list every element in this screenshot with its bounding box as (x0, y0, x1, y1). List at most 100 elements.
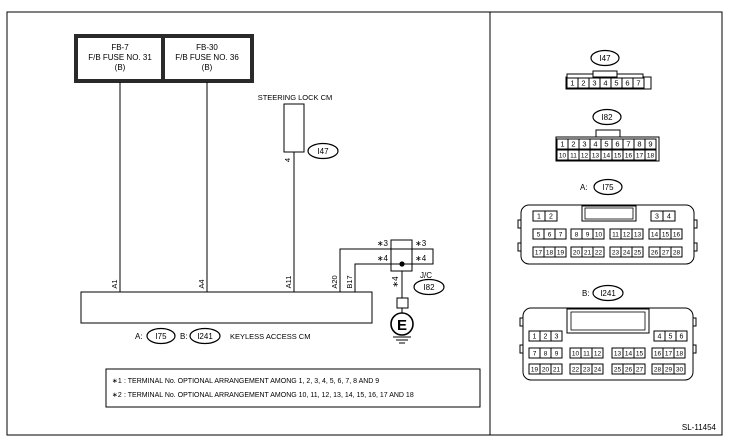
pin-number: 29 (665, 366, 673, 373)
jc-pin-left-top: ∗3 (377, 239, 389, 248)
pin-number: 6 (625, 79, 629, 88)
pin-number: 7 (626, 140, 630, 149)
pin-number: 4 (658, 334, 662, 341)
pin-number: 5 (604, 140, 608, 149)
pin-number: 9 (586, 231, 590, 238)
keyless-label: KEYLESS ACCESS CM (230, 332, 310, 341)
pin-number: 3 (655, 214, 659, 221)
pin-number: 26 (651, 249, 659, 256)
pin-number: 16 (673, 231, 681, 238)
note-1-text: : TERMINAL No. OPTIONAL ARRANGEMENT AMON… (124, 378, 379, 385)
pin-number: 19 (531, 366, 539, 373)
jc-pin-left-bottom: ∗4 (377, 254, 389, 263)
pin-cell (670, 246, 683, 258)
pin-number: 14 (603, 152, 611, 159)
keyless-pin-a11: A11 (284, 276, 293, 289)
pin-number: 6 (548, 231, 552, 238)
diagram-frame (6, 11, 723, 436)
pin-number: 24 (623, 249, 631, 256)
pin-number: 18 (676, 350, 684, 357)
pin-number: 14 (651, 231, 659, 238)
pin-number: 16 (625, 152, 633, 159)
pin-number: 20 (542, 366, 550, 373)
fuse-fb7-wire: (B) (115, 63, 126, 72)
pin-number: 4 (593, 140, 597, 149)
pin-number: 25 (634, 249, 642, 256)
pin-number: 2 (571, 140, 575, 149)
connector-i75-label: I75 (602, 183, 614, 192)
pin-number: 28 (673, 249, 681, 256)
pin-number: 7 (559, 231, 563, 238)
steering-lock-connector-tag (307, 142, 339, 160)
fuse-box: FB-7 F/B FUSE NO. 31 (B) FB-30 F/B FUSE … (74, 34, 254, 83)
pin-number: 9 (555, 350, 559, 357)
pin-number: 8 (544, 350, 548, 357)
pin-cell (644, 138, 657, 150)
keyless-pin-a1: A1 (110, 279, 119, 288)
pin-cell (632, 77, 645, 89)
pin-number: 6 (615, 140, 619, 149)
connector-i241-label: I241 (600, 289, 616, 298)
pin-number: 3 (555, 334, 559, 341)
pin-cell (550, 347, 563, 359)
pin-number: 10 (572, 350, 580, 357)
pin-cell (631, 246, 644, 258)
pin-cell (550, 330, 563, 342)
pin-number: 1 (537, 214, 541, 221)
note-2-mark: ∗2 (112, 392, 122, 399)
pin-number: 24 (594, 366, 602, 373)
steering-lock-cm: STEERING LOCK CM 4 I47 (258, 93, 339, 162)
pin-number: 13 (614, 350, 622, 357)
pin-cell (662, 210, 676, 222)
keyless-prefix-b: B: (180, 332, 188, 341)
pin-number: 11 (583, 350, 590, 357)
pin-number: 1 (560, 140, 564, 149)
pin-number: 10 (595, 231, 603, 238)
pin-cell (550, 363, 563, 375)
pin-number: 21 (553, 366, 561, 373)
pin-cell (670, 228, 683, 240)
notes-box: ∗1 : TERMINAL No. OPTIONAL ARRANGEMENT A… (105, 368, 481, 408)
keyless-pin-a4: A4 (197, 279, 206, 288)
pin-number: 1 (533, 334, 537, 341)
pin-cell (633, 363, 646, 375)
note-1-mark: ∗1 (112, 378, 122, 385)
jc-pin-ground: ∗4 (391, 276, 400, 288)
pin-cell (591, 363, 604, 375)
keyless-connector-b: I241 (197, 332, 213, 341)
jc-pin-right-top: ∗3 (415, 239, 427, 248)
fuse-fb30-wire: (B) (202, 63, 213, 72)
pin-number: 10 (559, 152, 567, 159)
pin-cell (591, 347, 604, 359)
fuse-fb7-name: F/B FUSE NO. 31 (88, 53, 152, 62)
jc-connector: I82 (423, 283, 435, 292)
pin-cell (554, 246, 567, 258)
pin-cell (675, 330, 688, 342)
pin-number: 8 (637, 140, 641, 149)
pin-cell (633, 347, 646, 359)
pin-number: 7 (636, 79, 640, 88)
pin-number: 11 (570, 152, 577, 159)
pin-cell (644, 149, 657, 161)
pin-number: 12 (581, 152, 589, 159)
keyless-connector-a: I75 (155, 332, 167, 341)
pin-number: 5 (669, 334, 673, 341)
steering-lock-connector: I47 (317, 147, 329, 156)
pin-number: 20 (573, 249, 581, 256)
pin-number: 15 (636, 350, 644, 357)
pin-number: 14 (625, 350, 633, 357)
pin-number: 2 (544, 334, 548, 341)
pin-number: 6 (680, 334, 684, 341)
pin-number: 3 (582, 140, 586, 149)
pin-number: 17 (665, 350, 673, 357)
connector-i47-label: I47 (599, 54, 611, 63)
pin-number: 18 (647, 152, 655, 159)
jc-label: J/C (420, 271, 432, 280)
pin-number: 27 (636, 366, 644, 373)
